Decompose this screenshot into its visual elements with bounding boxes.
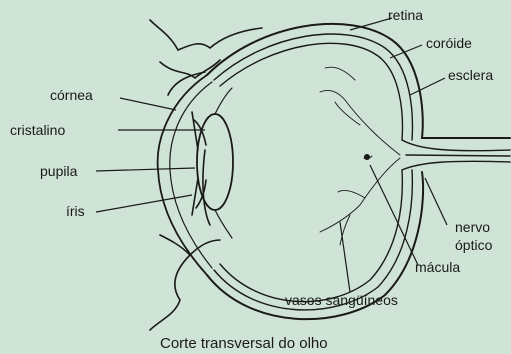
retina-outline <box>220 43 402 301</box>
lens-shape <box>197 114 233 210</box>
macula-spot <box>364 154 370 160</box>
choroid-outline <box>214 34 412 310</box>
ciliary-top <box>215 88 232 114</box>
ciliary-bottom <box>215 210 232 238</box>
label-macula: mácula <box>415 259 460 275</box>
label-cristalino: cristalino <box>10 122 65 138</box>
eyelid-tissue <box>150 20 262 330</box>
cornea-inner <box>170 82 212 268</box>
label-esclera: esclera <box>448 67 493 83</box>
cornea-outline <box>158 75 207 275</box>
diagram-caption: Corte transversal do olho <box>160 335 328 352</box>
label-iris: íris <box>66 203 85 219</box>
label-nervo: nervo <box>455 219 490 235</box>
label-retina: retina <box>388 7 423 23</box>
label-coroide: coróide <box>426 35 472 51</box>
optic-nerve <box>402 140 510 170</box>
leader-lines <box>96 18 447 292</box>
label-cornea: córnea <box>50 87 93 103</box>
blood-vessels <box>320 67 400 245</box>
label-pupila: pupila <box>40 163 78 179</box>
label-vasos: vasos sangüíneos <box>285 292 398 308</box>
label-optico: óptico <box>455 237 493 253</box>
